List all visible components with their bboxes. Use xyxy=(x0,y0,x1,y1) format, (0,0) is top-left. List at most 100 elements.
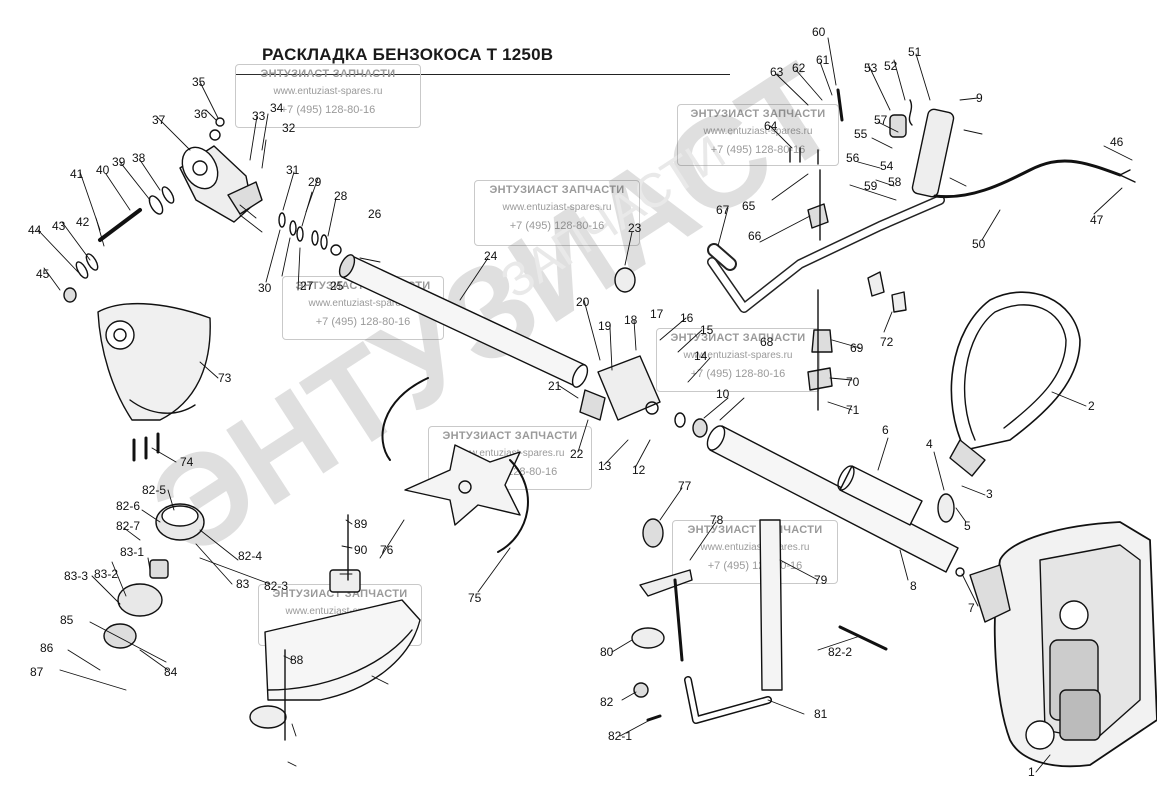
part-number-label: 89 xyxy=(354,517,368,531)
part-number-label: 85 xyxy=(60,613,74,627)
part-number-label: 35 xyxy=(192,75,206,89)
part-number-label: 79 xyxy=(814,573,828,587)
part-number-label: 40 xyxy=(96,163,110,177)
part-number-label: 31 xyxy=(286,163,300,177)
shaft-clamp xyxy=(579,355,661,421)
part-number-label: 23 xyxy=(628,221,642,235)
part-number-label: 67 xyxy=(716,203,730,217)
part-number-label: 64 xyxy=(764,119,778,133)
watermark-url: www.entuziast-spares.ru xyxy=(703,126,813,137)
part-number-label: 87 xyxy=(30,665,44,679)
part-number-label: 17 xyxy=(650,307,664,321)
part-number-label: 39 xyxy=(112,155,126,169)
part-number-label: 6 xyxy=(882,423,889,437)
part-number-label: 60 xyxy=(812,25,826,39)
watermark-box: ЭНТУЗИАСТ ЗАПЧАСТИ www.entuziast-spares.… xyxy=(235,64,421,128)
part-number-label: 30 xyxy=(258,281,272,295)
part-number-label: 83 xyxy=(236,577,250,591)
part-number-label: 50 xyxy=(972,237,986,251)
part-number-label: 28 xyxy=(334,189,348,203)
part-number-label: 71 xyxy=(846,403,860,417)
diagram-title: РАСКЛАДКА БЕНЗОКОСА Т 1250В xyxy=(262,45,554,64)
watermark-url: www.entuziast-spares.ru xyxy=(502,202,612,213)
shoulder-strap xyxy=(949,291,1081,477)
watermark-name: ЭНТУЗИАСТ ЗАПЧАСТИ xyxy=(272,588,408,600)
leader-lines xyxy=(37,37,1133,773)
part-number-label: 61 xyxy=(816,53,830,67)
watermark-url: www.entuziast-spares.ru xyxy=(273,86,383,97)
part-number-label: 4 xyxy=(926,437,933,451)
watermark-name: ЭНТУЗИАСТ ЗАПЧАСТИ xyxy=(442,430,578,442)
part-number-label: 78 xyxy=(710,513,724,527)
engine-assembly xyxy=(969,521,1157,768)
part-number-label: 57 xyxy=(874,113,888,127)
watermark-url: www.entuziast-spares.ru xyxy=(455,448,565,459)
small-parts xyxy=(63,88,965,741)
watermark-box: ЭНТУЗИАСТ ЗАПЧАСТИ www.entuziast-spares.… xyxy=(474,180,640,246)
watermark-box: ЭНТУЗИАСТ ЗАПЧАСТИ www.entuziast-spares.… xyxy=(656,328,820,392)
title-underline xyxy=(236,74,730,75)
part-number-label: 46 xyxy=(1110,135,1124,149)
part-number-label: 10 xyxy=(716,387,730,401)
part-number-label: 86 xyxy=(40,641,54,655)
watermark-name: ЭНТУЗИАСТ ЗАПЧАСТИ xyxy=(687,524,823,536)
watermark-name: ЭНТУЗИАСТ ЗАПЧАСТИ xyxy=(670,332,806,344)
part-number-label: 16 xyxy=(680,311,694,325)
part-number-label: 34 xyxy=(270,101,284,115)
watermark-name: ЭНТУЗИАСТ ЗАПЧАСТИ xyxy=(690,108,826,120)
part-number-label: 82-7 xyxy=(116,519,140,533)
part-number-label: 56 xyxy=(846,151,860,165)
part-number-label: 42 xyxy=(76,215,90,229)
part-number-label: 82-5 xyxy=(142,483,166,497)
part-number-label: 73 xyxy=(218,371,232,385)
part-number-label: 22 xyxy=(570,447,584,461)
part-number-label: 19 xyxy=(598,319,612,333)
watermark-phone: +7 (495) 128-80-16 xyxy=(710,144,806,156)
part-number-label: 45 xyxy=(36,267,50,281)
part-number-label: 5 xyxy=(964,519,971,533)
part-number-label: 14 xyxy=(694,349,708,363)
part-number-label: 62 xyxy=(792,61,806,75)
lower-shaft-tube xyxy=(706,425,959,573)
part-number-label: 20 xyxy=(576,295,590,309)
part-number-label: 68 xyxy=(760,335,774,349)
part-number-labels: 1234567891012131415161718192021222324252… xyxy=(28,25,1124,779)
part-number-label: 76 xyxy=(380,543,394,557)
part-number-label: 83-2 xyxy=(94,567,118,581)
part-number-label: 25 xyxy=(330,279,344,293)
part-number-label: 8 xyxy=(910,579,917,593)
part-number-label: 59 xyxy=(864,179,878,193)
part-number-label: 41 xyxy=(70,167,84,181)
watermark-box: ЭНТУЗИАСТ ЗАПЧАСТИ www.entuziast-spares.… xyxy=(677,104,839,166)
blade-guard xyxy=(264,569,421,701)
cutting-blade xyxy=(404,444,521,526)
part-number-label: 12 xyxy=(632,463,646,477)
watermark-phone: +7 (495) 128-80-16 xyxy=(315,316,411,328)
watermark-phone: +7 (495) 128-80-16 xyxy=(280,104,376,116)
part-number-label: 24 xyxy=(484,249,498,263)
part-number-label: 80 xyxy=(600,645,614,659)
part-number-label: 54 xyxy=(880,159,894,173)
part-number-label: 27 xyxy=(300,279,314,293)
part-number-label: 1 xyxy=(1028,765,1035,779)
grip-sleeve xyxy=(837,465,923,526)
watermark-phone: +7 (495) 128-80-16 xyxy=(690,368,786,380)
part-number-label: 55 xyxy=(854,127,868,141)
part-number-label: 83-3 xyxy=(64,569,88,583)
part-number-label: 82 xyxy=(600,695,614,709)
wire-arcs xyxy=(381,377,529,553)
part-number-label: 3 xyxy=(986,487,993,501)
part-number-label: 26 xyxy=(368,207,382,221)
part-number-label: 72 xyxy=(880,335,894,349)
part-number-label: 90 xyxy=(354,543,368,557)
part-number-label: 38 xyxy=(132,151,146,165)
part-number-label: 81 xyxy=(814,707,828,721)
part-number-label: 43 xyxy=(52,219,66,233)
watermark-url: www.entuziast-spares.ru xyxy=(285,606,395,617)
part-number-label: 52 xyxy=(884,59,898,73)
watermark-name: ЭНТУЗИАСТ ЗАПЧАСТИ xyxy=(489,184,625,196)
part-number-label: 82-6 xyxy=(116,499,140,513)
part-number-label: 13 xyxy=(598,459,612,473)
